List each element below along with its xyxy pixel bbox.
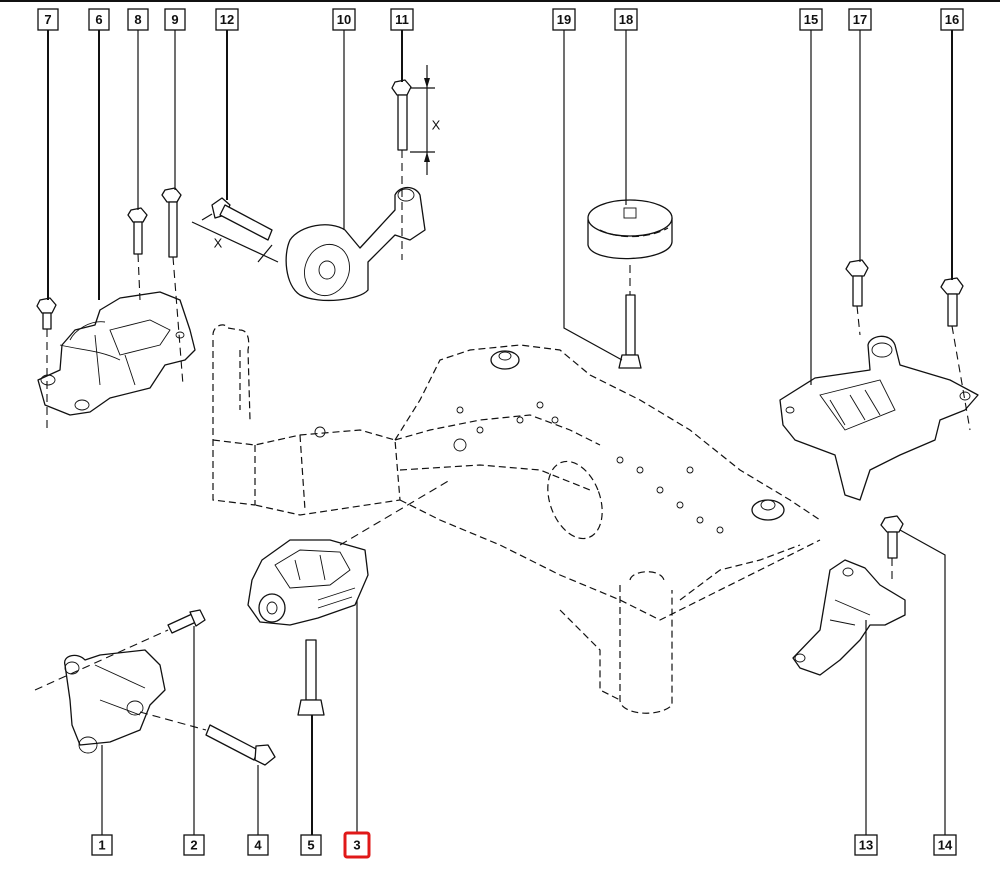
bolt-9	[161, 187, 182, 258]
callout-16[interactable]: 16	[940, 8, 964, 31]
callout-label: 16	[945, 12, 959, 27]
callout-label: 10	[337, 12, 351, 27]
callout-label: 15	[804, 12, 818, 27]
bolt-14	[880, 515, 904, 559]
dimension-x-bolt-11: X	[410, 65, 441, 175]
callout-19[interactable]: 19	[552, 8, 576, 31]
part-10-torque-rod	[285, 186, 426, 302]
part-13-gearbox-bracket	[792, 559, 906, 676]
callout-18[interactable]: 18	[614, 8, 638, 31]
callout-9[interactable]: 9	[164, 8, 186, 31]
dimension-x-bolt-12: X	[191, 213, 279, 263]
bolt-4	[205, 724, 276, 766]
callout-7[interactable]: 7	[37, 8, 59, 31]
callout-10[interactable]: 10	[332, 8, 356, 31]
callout-2[interactable]: 2	[183, 834, 205, 856]
callout-15[interactable]: 15	[799, 8, 823, 31]
callout-8[interactable]: 8	[127, 8, 149, 31]
callout-11[interactable]: 11	[390, 8, 414, 31]
callout-12[interactable]: 12	[215, 8, 239, 31]
bolt-7	[36, 297, 57, 330]
callout-label: 5	[307, 838, 314, 853]
callout-label: 2	[190, 838, 197, 853]
bolt-11	[391, 79, 412, 151]
subframe-bushing-front	[751, 499, 785, 521]
callout-4[interactable]: 4	[247, 834, 269, 856]
bolt-16	[940, 277, 964, 327]
callout-label: 4	[254, 838, 262, 853]
callout-6[interactable]: 6	[88, 8, 110, 31]
top-border	[0, 0, 1000, 2]
callout-14[interactable]: 14	[933, 834, 957, 856]
dimension-label-x: X	[432, 118, 441, 133]
part-6-engine-mount	[37, 291, 196, 416]
callout-label: 13	[859, 838, 873, 853]
callout-13[interactable]: 13	[854, 834, 878, 856]
callout-1[interactable]: 1	[91, 834, 113, 856]
callout-label: 1	[98, 838, 105, 853]
dimension-label-x: X	[214, 236, 223, 251]
callout-label: 18	[619, 12, 633, 27]
part-15-gearbox-mount	[779, 335, 979, 501]
callout-3-highlighted[interactable]: 3	[343, 831, 371, 859]
callout-label: 19	[557, 12, 571, 27]
callout-label: 11	[395, 12, 409, 27]
callout-5[interactable]: 5	[300, 834, 322, 856]
bolt-17	[845, 259, 869, 307]
callout-label: 14	[938, 838, 953, 853]
bolt-2	[167, 609, 206, 634]
bolt-5	[297, 639, 325, 716]
part-18-round-mount	[587, 199, 673, 260]
part-3-rear-engine-mount	[247, 539, 369, 626]
callout-label: 8	[134, 12, 141, 27]
bolt-12	[211, 197, 273, 241]
leader-lines	[47, 30, 953, 835]
callout-label: 17	[853, 12, 867, 27]
bolt-8	[127, 207, 148, 255]
bolt-19	[618, 294, 642, 369]
callout-label: 3	[353, 838, 360, 853]
front-subframe	[212, 324, 821, 714]
assembly-lines	[34, 150, 971, 731]
callout-label: 6	[95, 12, 102, 27]
callout-label: 9	[171, 12, 178, 27]
callout-label: 12	[220, 12, 234, 27]
callout-17[interactable]: 17	[848, 8, 872, 31]
part-1-mount-bracket	[64, 649, 166, 754]
subframe-bushing-rear	[490, 350, 520, 370]
callout-label: 7	[44, 12, 51, 27]
